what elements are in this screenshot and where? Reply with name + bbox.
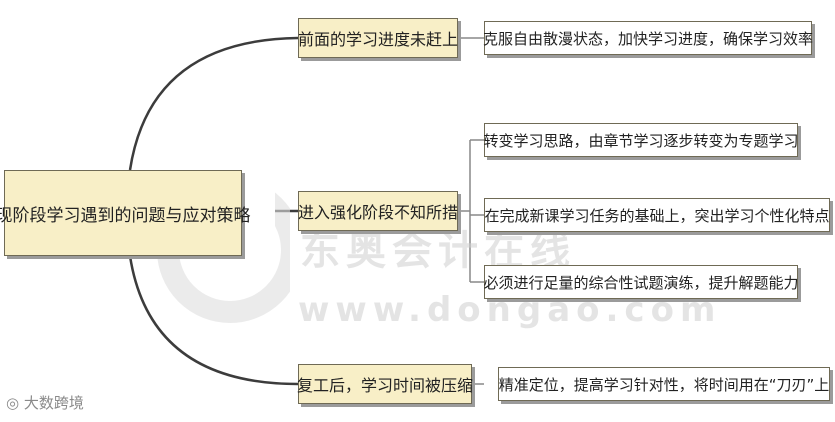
source-mark: ◎ 大数跨境 [6, 392, 84, 413]
leaf-node-2-2: 在完成新课学习任务的基础上，突出学习个性化特点 [484, 198, 830, 232]
branch-curve-1 [128, 36, 299, 171]
leaf-node-2-3: 必须进行足量的综合性试题演练，提升解题能力 [484, 265, 799, 299]
topic-node-3: 复工后，学习时间被压缩 [297, 364, 473, 404]
leaf-node-3-1: 精准定位，提高学习针对性，将时间用在“刀刃”上 [498, 367, 830, 401]
branch-curve-3 [128, 255, 299, 386]
leaf-node-1-1: 克服自由散漫状态，加快学习进度，确保学习效率 [483, 21, 813, 55]
topic-node-1: 前面的学习进度未赶上 [298, 18, 458, 58]
root-node: 现阶段学习遇到的问题与应对策略 [0, 170, 251, 256]
source-logo-icon: ◎ [6, 394, 24, 412]
topic-node-2: 进入强化阶段不知所措 [298, 191, 458, 231]
leaf-node-2-1: 转变学习思路，由章节学习逐步转变为专题学习 [484, 123, 799, 157]
leaf-bracket-2 [458, 139, 484, 283]
source-mark-text: 大数跨境 [23, 394, 84, 412]
